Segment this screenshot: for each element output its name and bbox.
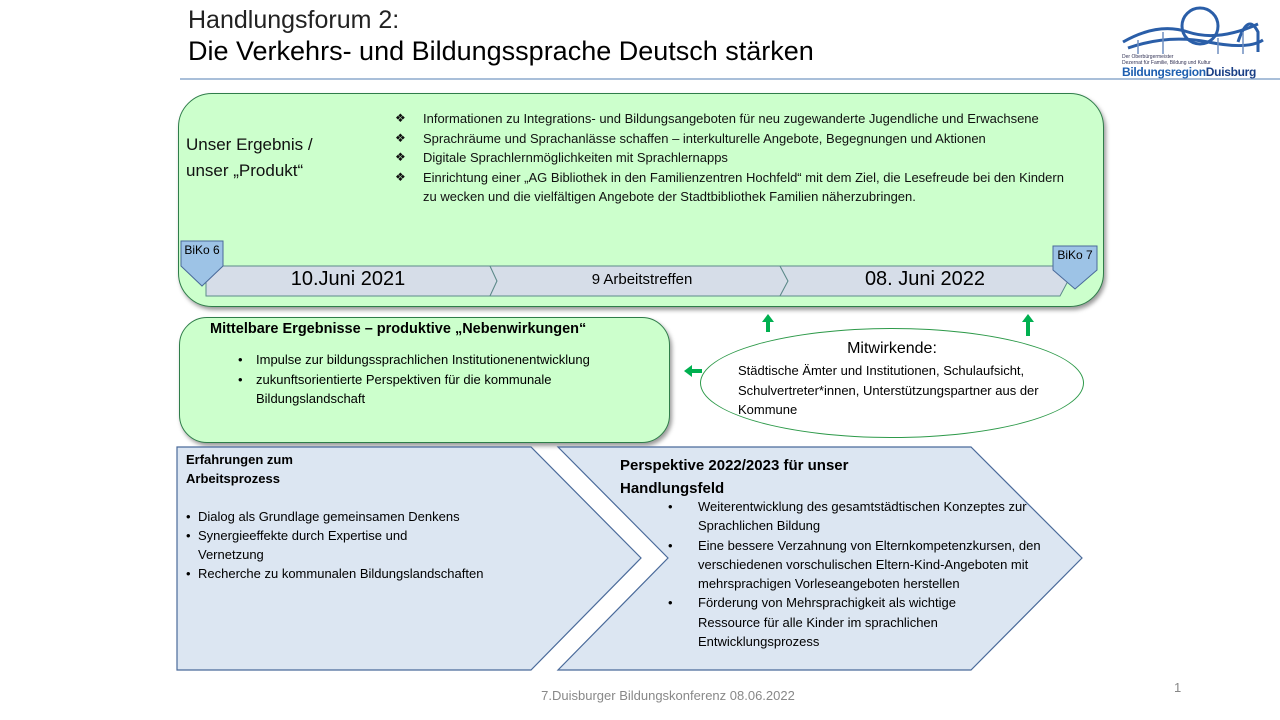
slide-title-line1: Handlungsforum 2: xyxy=(188,6,400,34)
arrow-up-icon xyxy=(1022,314,1034,336)
contributors-title: Mitwirkende: xyxy=(847,340,937,357)
list-item: Recherche zu kommunalen Bildungslandscha… xyxy=(186,564,546,583)
biko6-label: BiKo 6 xyxy=(184,243,220,257)
list-item: Synergieeffekte durch Expertise und Vern… xyxy=(186,526,446,564)
slide-title-line2: Die Verkehrs- und Bildungssprache Deutsc… xyxy=(188,36,814,66)
list-item: Impulse zur bildungssprachlichen Institu… xyxy=(238,350,658,370)
list-item: Weiterentwicklung des gesamtstädtischen … xyxy=(668,497,1058,536)
arrow-up-icon xyxy=(762,314,774,332)
perspective-list: Weiterentwicklung des gesamtstädtischen … xyxy=(668,497,1058,651)
experience-list: Dialog als Grundlage gemeinsamen Denkens… xyxy=(186,507,546,583)
list-item: Einrichtung einer „AG Bibliothek in den … xyxy=(395,168,1075,207)
green-arrows xyxy=(684,314,1034,377)
indirect-results-list: Impulse zur bildungssprachlichen Institu… xyxy=(238,350,658,409)
page-number: 1 xyxy=(1174,680,1182,695)
result-label: Unser Ergebnis / unser „Produkt“ xyxy=(186,132,313,184)
experience-title-line2: Arbeitsprozess xyxy=(186,471,280,486)
logo-brand-a: Bildungsregion xyxy=(1122,65,1206,79)
list-item: Digitale Sprachlernmöglichkeiten mit Spr… xyxy=(395,148,1075,168)
biko7-marker xyxy=(1052,245,1098,290)
perspective-title-line2: Handlungsfeld xyxy=(620,480,725,497)
perspective-title: Perspektive 2022/2023 für unser Handlung… xyxy=(620,454,848,500)
list-item: Eine bessere Verzahnung von Elternkompet… xyxy=(668,536,1048,594)
rollercoaster-logo-icon xyxy=(1122,6,1264,54)
contributors-ellipse xyxy=(700,328,1084,438)
timeline-step-3-label: 08. Juni 2022 xyxy=(864,268,986,290)
result-label-line1: Unser Ergebnis / xyxy=(186,135,313,154)
logo-line2: Dezernat für Familie, Bildung und Kultur xyxy=(1122,60,1211,66)
logo-line1: Der Oberbürgermeister xyxy=(1122,54,1174,60)
logo-brand-b: Duisburg xyxy=(1205,65,1257,79)
list-item: Dialog als Grundlage gemeinsamen Denkens xyxy=(186,507,546,526)
contributors-text: Städtische Ämter und Institutionen, Schu… xyxy=(738,363,1039,417)
indirect-results-title: Mittelbare Ergebnisse – produktive „Nebe… xyxy=(210,321,587,337)
result-list: Informationen zu Integrations- und Bildu… xyxy=(395,109,1075,207)
timeline-step-1-label: 10.Juni 2021 xyxy=(290,268,406,290)
experience-title-line1: Erfahrungen zum xyxy=(186,452,293,467)
timeline-step-2-label: 9 Arbeitstreffen xyxy=(591,271,693,288)
list-item: Förderung von Mehrsprachigkeit als wicht… xyxy=(668,593,998,651)
timeline xyxy=(180,240,1098,297)
result-label-line2: unser „Produkt“ xyxy=(186,161,304,180)
arrow-left-icon xyxy=(684,365,702,377)
perspective-title-line1: Perspektive 2022/2023 für unser xyxy=(620,457,849,474)
experience-title: Erfahrungen zum Arbeitsprozess xyxy=(186,450,293,488)
list-item: Sprachräume und Sprachanlässe schaffen –… xyxy=(395,129,1075,149)
list-item: zukunftsorientierte Perspektiven für die… xyxy=(238,370,658,409)
biko6-marker xyxy=(180,240,224,287)
list-item: Informationen zu Integrations- und Bildu… xyxy=(395,109,1075,129)
footer-text: 7.Duisburger Bildungskonferenz 08.06.202… xyxy=(541,688,795,703)
biko7-label: BiKo 7 xyxy=(1057,248,1093,262)
title-divider xyxy=(180,78,1280,80)
